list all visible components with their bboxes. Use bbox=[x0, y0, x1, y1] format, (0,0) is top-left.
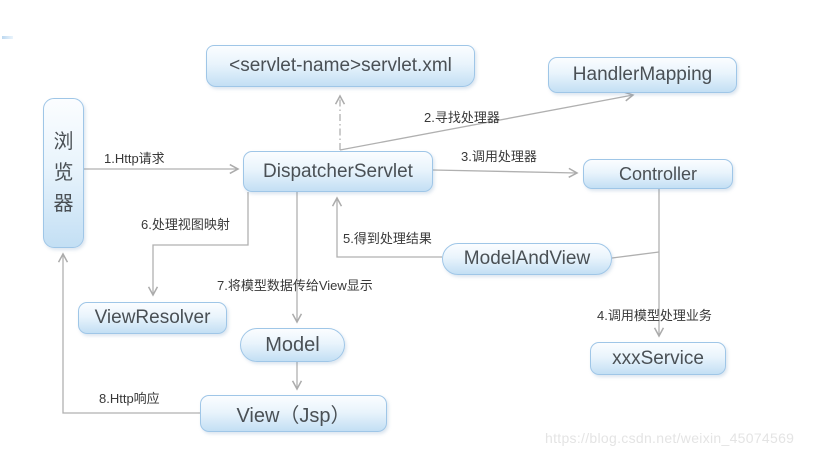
node-model-label: Model bbox=[265, 333, 320, 356]
edge-resolve-view bbox=[147, 192, 249, 297]
node-model-and-view-label: ModelAndView bbox=[463, 248, 591, 269]
edge-invoke-handler bbox=[432, 167, 579, 178]
node-xxx-service-label: xxxService bbox=[612, 347, 704, 369]
node-handler-mapping: HandlerMapping bbox=[548, 57, 737, 93]
edge-label-http-request: 1.Http请求 bbox=[104, 151, 165, 166]
edge-find-handler bbox=[339, 91, 635, 151]
node-model-and-view: ModelAndView bbox=[442, 243, 612, 275]
node-view-jsp: View（Jsp） bbox=[200, 395, 387, 432]
node-view-resolver-label: ViewResolver bbox=[94, 307, 211, 328]
node-xxx-service: xxxService bbox=[590, 342, 726, 375]
node-model: Model bbox=[240, 328, 345, 362]
edge-controller-to-modelandview bbox=[611, 251, 660, 259]
node-dispatcher-servlet-label: DispatcherServlet bbox=[263, 160, 413, 182]
edge-label-return-result: 5.得到处理结果 bbox=[343, 231, 432, 246]
edge-label-pass-model: 7.将模型数据传给View显示 bbox=[217, 278, 373, 293]
edge-label-find-handler: 2.寻找处理器 bbox=[424, 110, 500, 125]
node-browser-label: 浏览器 bbox=[53, 130, 74, 215]
node-servlet-xml-label: <servlet-name>servlet.xml bbox=[229, 55, 452, 76]
node-dispatcher-servlet: DispatcherServlet bbox=[243, 151, 433, 192]
node-controller: Controller bbox=[583, 159, 733, 189]
node-view-jsp-label: View（Jsp） bbox=[236, 405, 351, 427]
edge-label-invoke-service: 4.调用模型处理业务 bbox=[597, 308, 712, 323]
edge-label-http-response: 8.Http响应 bbox=[99, 391, 160, 406]
node-view-resolver: ViewResolver bbox=[78, 302, 227, 334]
node-browser: 浏览器 bbox=[43, 98, 84, 248]
node-controller-label: Controller bbox=[618, 163, 698, 184]
corner-artifact-mark bbox=[2, 36, 13, 39]
node-servlet-xml: <servlet-name>servlet.xml bbox=[206, 45, 475, 87]
edge-http-response bbox=[57, 252, 200, 414]
edge-label-invoke-handler: 3.调用处理器 bbox=[461, 149, 537, 164]
node-handler-mapping-label: HandlerMapping bbox=[572, 64, 713, 85]
edge-return-result bbox=[331, 196, 442, 258]
watermark-url: https://blog.csdn.net/weixin_45074569 bbox=[545, 430, 795, 446]
edge-label-resolve-view: 6.处理视图映射 bbox=[141, 217, 230, 232]
